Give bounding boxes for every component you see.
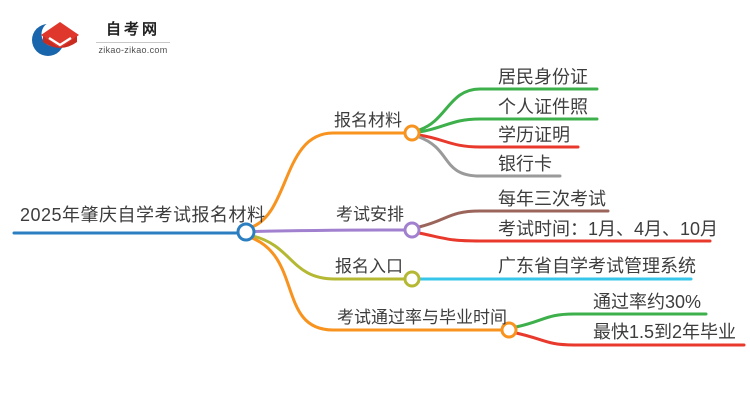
branch3-node-circle	[403, 270, 421, 288]
leaf-label-bank-card: 银行卡	[498, 154, 552, 174]
branch2-node-circle	[403, 221, 421, 239]
graduation-cap-icon	[32, 21, 79, 56]
logo-divider	[96, 42, 170, 43]
leaf-label-personal-photo: 个人证件照	[498, 97, 588, 117]
node-circles	[236, 124, 518, 339]
branch-label-registration-materials: 报名材料	[334, 111, 402, 130]
leaf-lines-branch4	[514, 312, 746, 347]
root-topic-label: 2025年肇庆自学考试报名材料	[20, 205, 266, 225]
leaf-label-resident-id-card: 居民身份证	[498, 67, 588, 87]
leaf-lines-branch2	[417, 209, 712, 243]
leaf-label-three-exams-per-year: 每年三次考试	[498, 189, 606, 209]
site-title-block: 自考网 zikao-zikao.com	[96, 18, 170, 55]
branch4-node-circle	[500, 321, 518, 339]
branch-label-pass-rate-graduation: 考试通过率与毕业时间	[337, 308, 507, 327]
leaf-label-guangdong-exam-system: 广东省自学考试管理系统	[498, 256, 696, 276]
root-node-circle	[236, 222, 256, 242]
leaf-label-education-certificate: 学历证明	[498, 125, 570, 145]
leaf-label-fastest-graduation: 最快1.5到2年毕业	[593, 322, 737, 342]
branch-label-exam-schedule: 考试安排	[336, 205, 404, 224]
leaf-lines-branch1	[417, 87, 599, 178]
branch-label-registration-entrance: 报名入口	[335, 257, 403, 276]
site-logo: 自考网 zikao-zikao.com	[30, 14, 170, 64]
leaf-label-exam-months: 考试时间：1月、4月、10月	[498, 219, 719, 239]
site-url: zikao-zikao.com	[98, 45, 168, 55]
leaf-label-pass-rate-30-percent: 通过率约30%	[593, 292, 702, 312]
site-name: 自考网	[105, 21, 160, 38]
branch1-node-circle	[403, 124, 421, 142]
branch-lines	[250, 131, 503, 332]
